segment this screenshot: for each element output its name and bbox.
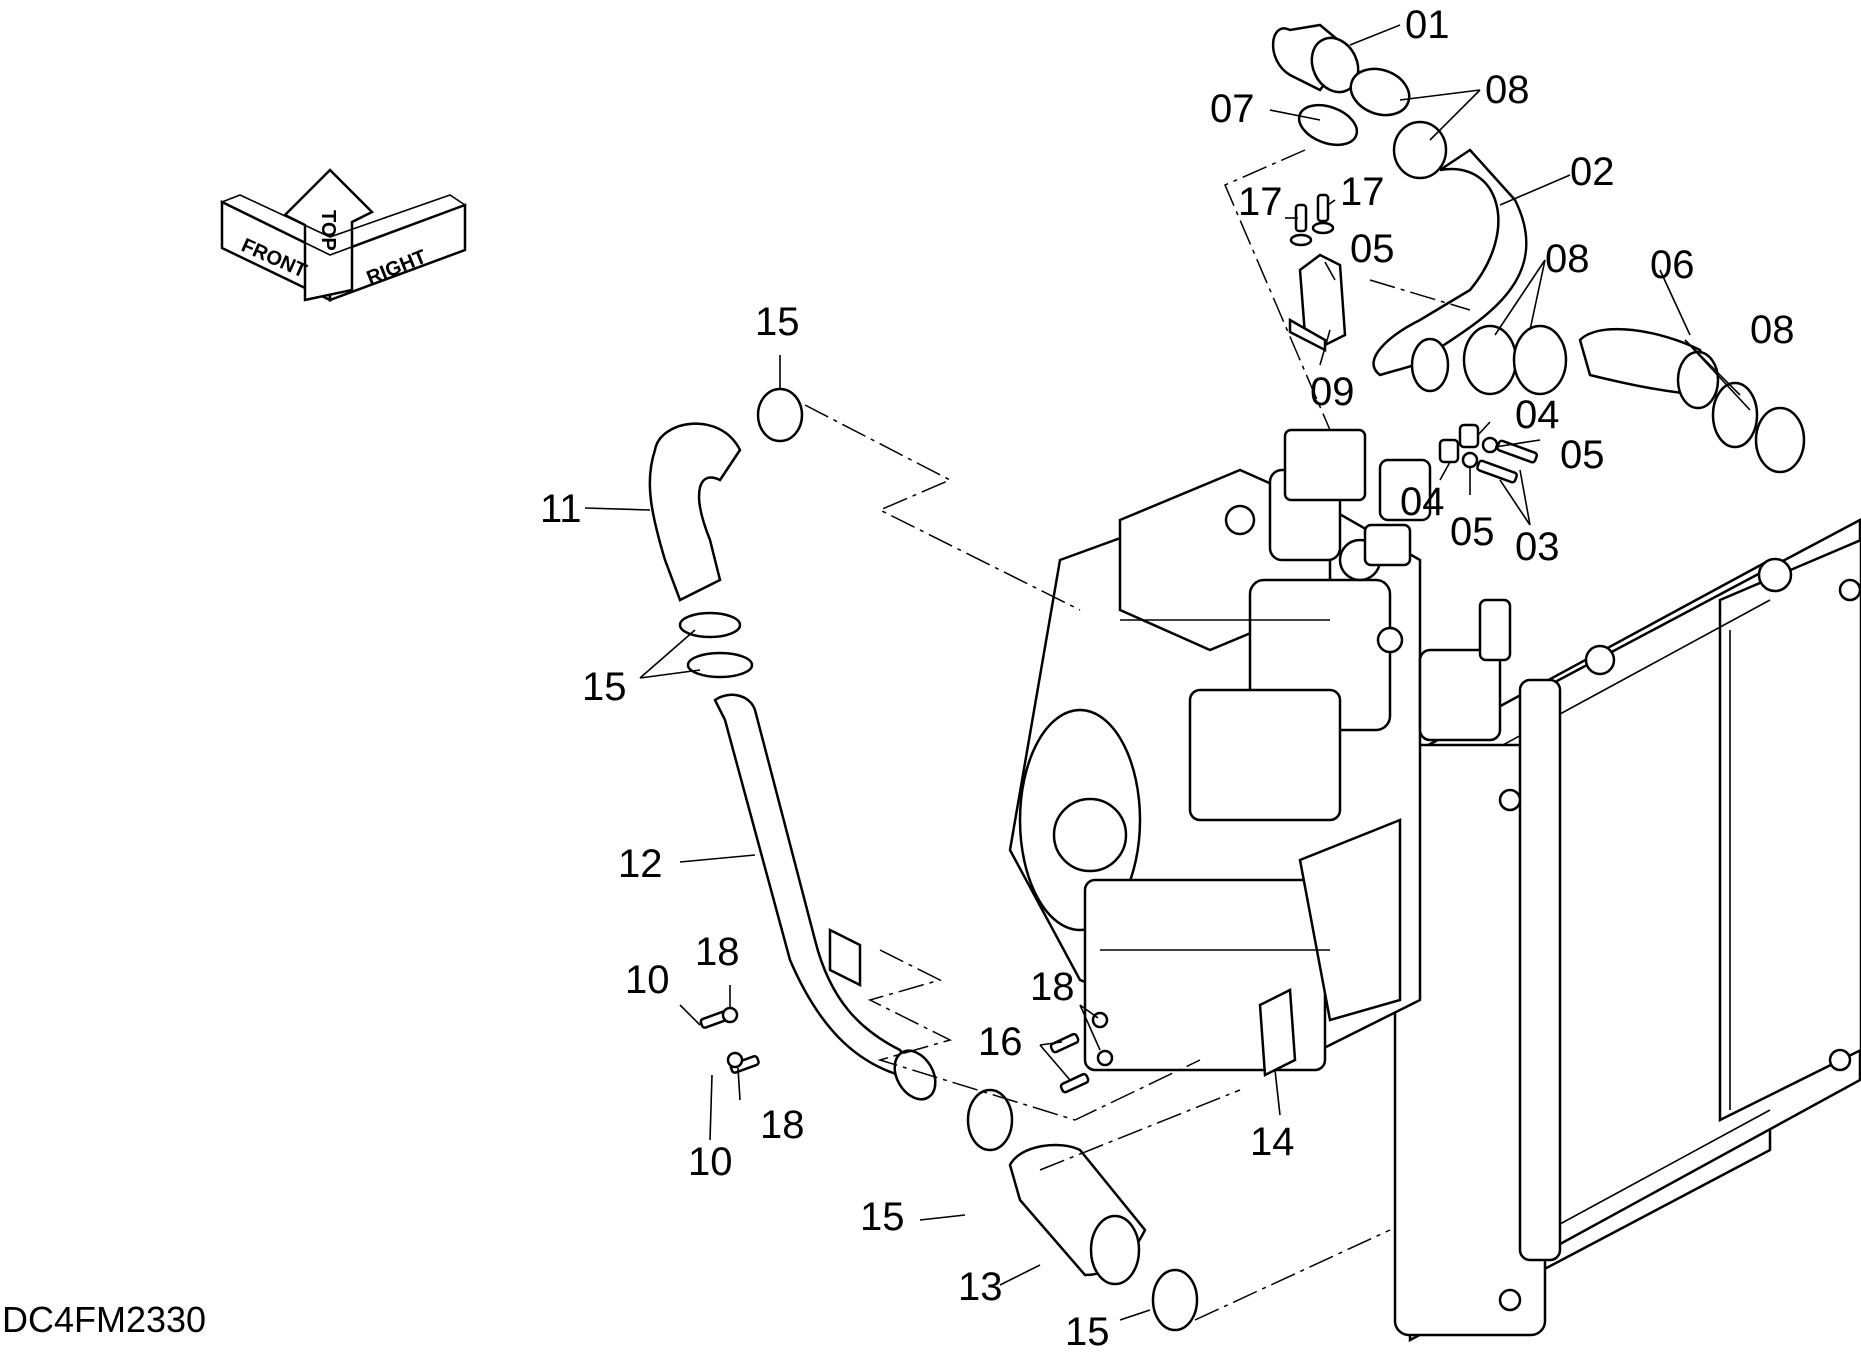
top-label: TOP bbox=[317, 210, 339, 251]
callout-15-top: 15 bbox=[755, 300, 800, 344]
engine-block bbox=[1008, 428, 1512, 1072]
part-03-bolts bbox=[1476, 439, 1538, 484]
part-02-hose bbox=[1372, 148, 1528, 393]
callout-02: 02 bbox=[1570, 150, 1615, 194]
callout-15-bottom-left: 15 bbox=[860, 1195, 905, 1239]
callout-17-right: 17 bbox=[1340, 170, 1385, 214]
part-15-clamp-bottom-b bbox=[1151, 1268, 1199, 1332]
part-18-washers-left bbox=[721, 1006, 744, 1069]
callout-08-upper: 08 bbox=[1485, 68, 1530, 112]
part-08-clamp-right bbox=[1711, 381, 1806, 474]
part-01-hose bbox=[1271, 23, 1360, 94]
part-16-bolts bbox=[1049, 1032, 1090, 1094]
callout-18-center: 18 bbox=[1030, 965, 1075, 1009]
part-04-spacers bbox=[1438, 423, 1480, 464]
callouts: 01 07 08 17 17 02 05 08 06 08 09 04 05 0… bbox=[540, 3, 1795, 1354]
callout-18-top-left: 18 bbox=[695, 930, 740, 974]
callout-12: 12 bbox=[618, 842, 663, 886]
callout-17-left: 17 bbox=[1238, 180, 1283, 224]
callout-16: 16 bbox=[978, 1020, 1023, 1064]
part-17-bolts bbox=[1289, 193, 1335, 247]
callout-05-upper: 05 bbox=[1350, 227, 1395, 271]
part-13-hose bbox=[1008, 1143, 1147, 1286]
callout-05-mid: 05 bbox=[1560, 433, 1605, 477]
callout-15-bottom-right: 15 bbox=[1065, 1310, 1110, 1354]
callout-08-middle: 08 bbox=[1545, 237, 1590, 281]
callout-01: 01 bbox=[1405, 3, 1450, 47]
part-12-pipe bbox=[713, 693, 937, 1101]
callout-11: 11 bbox=[540, 487, 582, 531]
orientation-indicator: FRONT TOP RIGHT bbox=[220, 168, 467, 302]
callout-10-upper: 10 bbox=[625, 958, 670, 1002]
radiator-assembly bbox=[1393, 518, 1861, 1343]
assembly-lines bbox=[804, 149, 1471, 1321]
callout-07: 07 bbox=[1210, 87, 1255, 131]
callout-15-left: 15 bbox=[582, 665, 627, 709]
callout-18-bottom-left: 18 bbox=[760, 1103, 805, 1147]
part-11-hose bbox=[648, 422, 742, 602]
part-09-bracket bbox=[1288, 253, 1347, 353]
callout-08-right: 08 bbox=[1750, 308, 1795, 352]
drawing-code: DC4FM2330 bbox=[2, 1299, 206, 1340]
callout-09: 09 bbox=[1310, 370, 1355, 414]
callout-13: 13 bbox=[958, 1265, 1003, 1309]
part-15-clamps-left bbox=[678, 611, 754, 679]
callout-04-upper: 04 bbox=[1515, 393, 1560, 437]
callout-05-lower: 05 bbox=[1450, 510, 1495, 554]
callout-04-lower: 04 bbox=[1400, 480, 1445, 524]
part-08-clamp-upper bbox=[1349, 67, 1448, 180]
callout-06: 06 bbox=[1650, 243, 1695, 287]
callout-14: 14 bbox=[1250, 1120, 1295, 1164]
leader-lines bbox=[584, 24, 1751, 1321]
part-15-clamp-top bbox=[756, 387, 804, 443]
callout-03: 03 bbox=[1515, 525, 1560, 569]
part-14-bracket bbox=[1258, 988, 1297, 1077]
callout-10-lower: 10 bbox=[688, 1140, 733, 1184]
part-15-clamp-bottom-a bbox=[966, 1088, 1014, 1152]
part-07-clamp bbox=[1297, 103, 1359, 147]
part-08-clamp-middle bbox=[1462, 324, 1568, 396]
part-06-hose bbox=[1578, 327, 1720, 410]
